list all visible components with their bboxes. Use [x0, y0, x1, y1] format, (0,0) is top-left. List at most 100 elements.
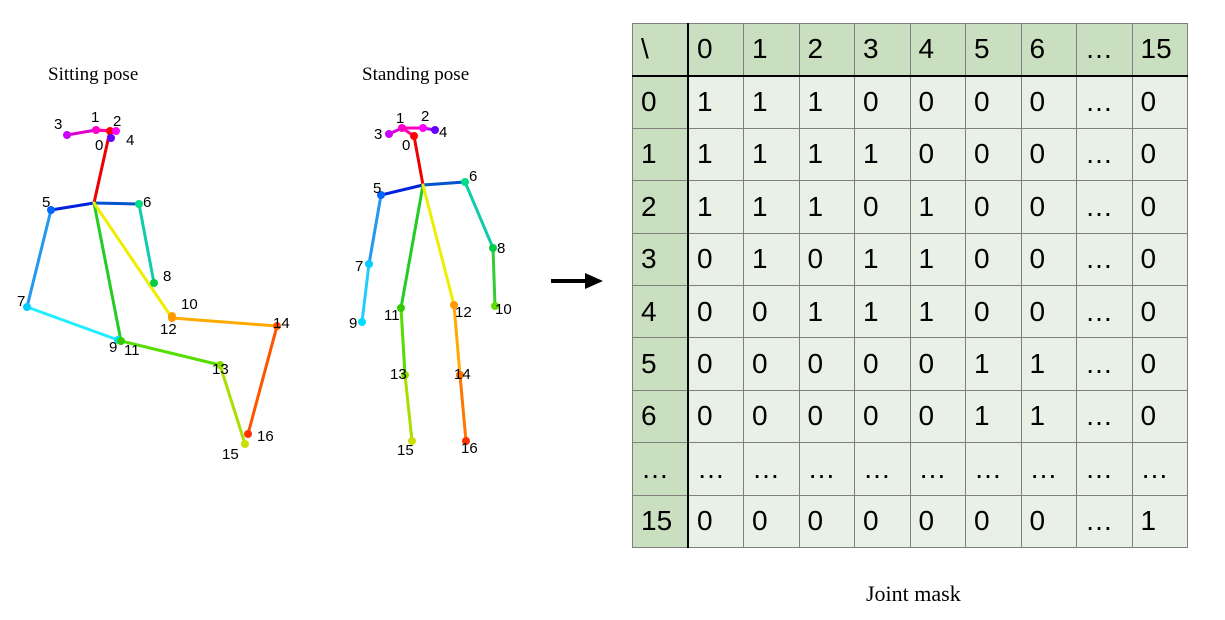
sitting-joint-label: 9 [109, 339, 117, 356]
mask-cell: … [687, 442, 744, 496]
mask-cell: 0 [1020, 127, 1077, 182]
sitting-joint-label: 2 [113, 113, 121, 130]
mask-cell: 0 [909, 337, 966, 391]
mask-cell: 0 [909, 494, 966, 548]
standing-joint-10 [491, 302, 499, 310]
mask-cell: … [854, 442, 911, 496]
mask-cell: … [1131, 442, 1188, 496]
sitting-joint-1 [92, 126, 100, 134]
sitting-bone [92, 201, 174, 320]
mask-cell: 0 [909, 75, 966, 129]
standing-joint-7 [365, 260, 373, 268]
sitting-joint-12 [168, 314, 176, 322]
standing-pose-title: Standing pose [362, 64, 470, 85]
standing-bone [463, 180, 495, 250]
sitting-joint-5 [47, 206, 55, 214]
sitting-bone [170, 316, 279, 328]
standing-joint-label: 6 [469, 168, 477, 185]
standing-joint-label: 1 [396, 110, 404, 127]
mask-cell: 0 [965, 127, 1022, 182]
standing-joint-label: 10 [495, 301, 512, 318]
sitting-pose-title: Sitting pose [48, 64, 139, 85]
mask-cell: 0 [854, 180, 911, 234]
mask-row-header: 5 [632, 337, 689, 391]
standing-bone [399, 306, 407, 377]
standing-joint-label: 16 [461, 440, 478, 457]
mask-cell: 0 [1131, 337, 1188, 391]
mask-cell: 0 [798, 232, 855, 286]
mask-cell: 0 [1131, 180, 1188, 234]
mask-cell: 0 [965, 232, 1022, 286]
sitting-joint-11 [117, 337, 125, 345]
standing-joint-label: 12 [455, 304, 472, 321]
standing-joint-8 [489, 244, 497, 252]
mask-cell: 1 [854, 284, 911, 339]
mask-cell: 0 [798, 389, 855, 444]
standing-bone [399, 183, 425, 310]
mask-cell: … [1076, 127, 1133, 182]
sitting-bone [218, 363, 247, 446]
mask-cell: 0 [1020, 494, 1077, 548]
sitting-joint-label: 3 [54, 116, 62, 133]
mask-cell: 0 [743, 389, 800, 444]
mask-column-header: 2 [798, 22, 855, 77]
standing-bone [379, 183, 425, 197]
mask-row-header: 2 [632, 180, 689, 234]
standing-joint-label: 3 [374, 126, 382, 143]
standing-joint-label: 2 [421, 108, 429, 125]
mask-cell: 0 [1020, 284, 1077, 339]
standing-joint-4 [431, 126, 439, 134]
standing-bone [421, 183, 456, 307]
mask-cell: 0 [743, 284, 800, 339]
mask-cell: 0 [965, 494, 1022, 548]
sitting-bone [25, 208, 53, 309]
sitting-joint-3 [63, 131, 71, 139]
mask-cell: … [1076, 389, 1133, 444]
mask-cell: … [1076, 284, 1133, 339]
standing-joint-13 [401, 371, 409, 379]
sitting-joint-label: 11 [124, 342, 140, 359]
mask-column-header: 3 [854, 22, 911, 77]
sitting-joint-label: 10 [181, 296, 198, 313]
standing-bone [458, 373, 468, 443]
mask-cell: 1 [1131, 494, 1188, 548]
mask-cell: … [743, 442, 800, 496]
mask-cell: 0 [854, 75, 911, 129]
mask-row: ………………………… [632, 442, 1188, 496]
mask-cell: 1 [743, 180, 800, 234]
mask-column-header: 5 [965, 22, 1022, 77]
mask-cell: 0 [687, 232, 744, 286]
mask-cell: 0 [1131, 284, 1188, 339]
sitting-joint-0 [106, 127, 114, 135]
mask-cell: … [1076, 232, 1133, 286]
sitting-bone [92, 129, 112, 205]
standing-joint-14 [456, 371, 464, 379]
mask-cell: … [1076, 442, 1133, 496]
mask-cell: 1 [854, 232, 911, 286]
sitting-joint-label: 15 [222, 446, 239, 463]
mask-cell: 1 [743, 127, 800, 182]
mask-cell: 1 [909, 180, 966, 234]
mask-cell: 0 [854, 389, 911, 444]
standing-joint-1 [398, 124, 406, 132]
standing-joint-label: 0 [402, 137, 410, 154]
mask-cell: … [965, 442, 1022, 496]
sitting-bone [92, 201, 123, 343]
mask-cell: 1 [965, 337, 1022, 391]
standing-bone [367, 193, 383, 266]
sitting-joint-label: 14 [273, 315, 290, 332]
standing-joint-label: 4 [439, 124, 447, 141]
joint-mask-caption: Joint mask [866, 581, 961, 606]
mask-cell: 0 [1131, 389, 1188, 444]
mask-cell: 0 [854, 494, 911, 548]
sitting-joint-label: 12 [160, 321, 177, 338]
mask-cell: 1 [909, 284, 966, 339]
standing-bone [403, 373, 414, 443]
sitting-joint-14 [273, 322, 281, 330]
mask-cell: 0 [687, 337, 744, 391]
